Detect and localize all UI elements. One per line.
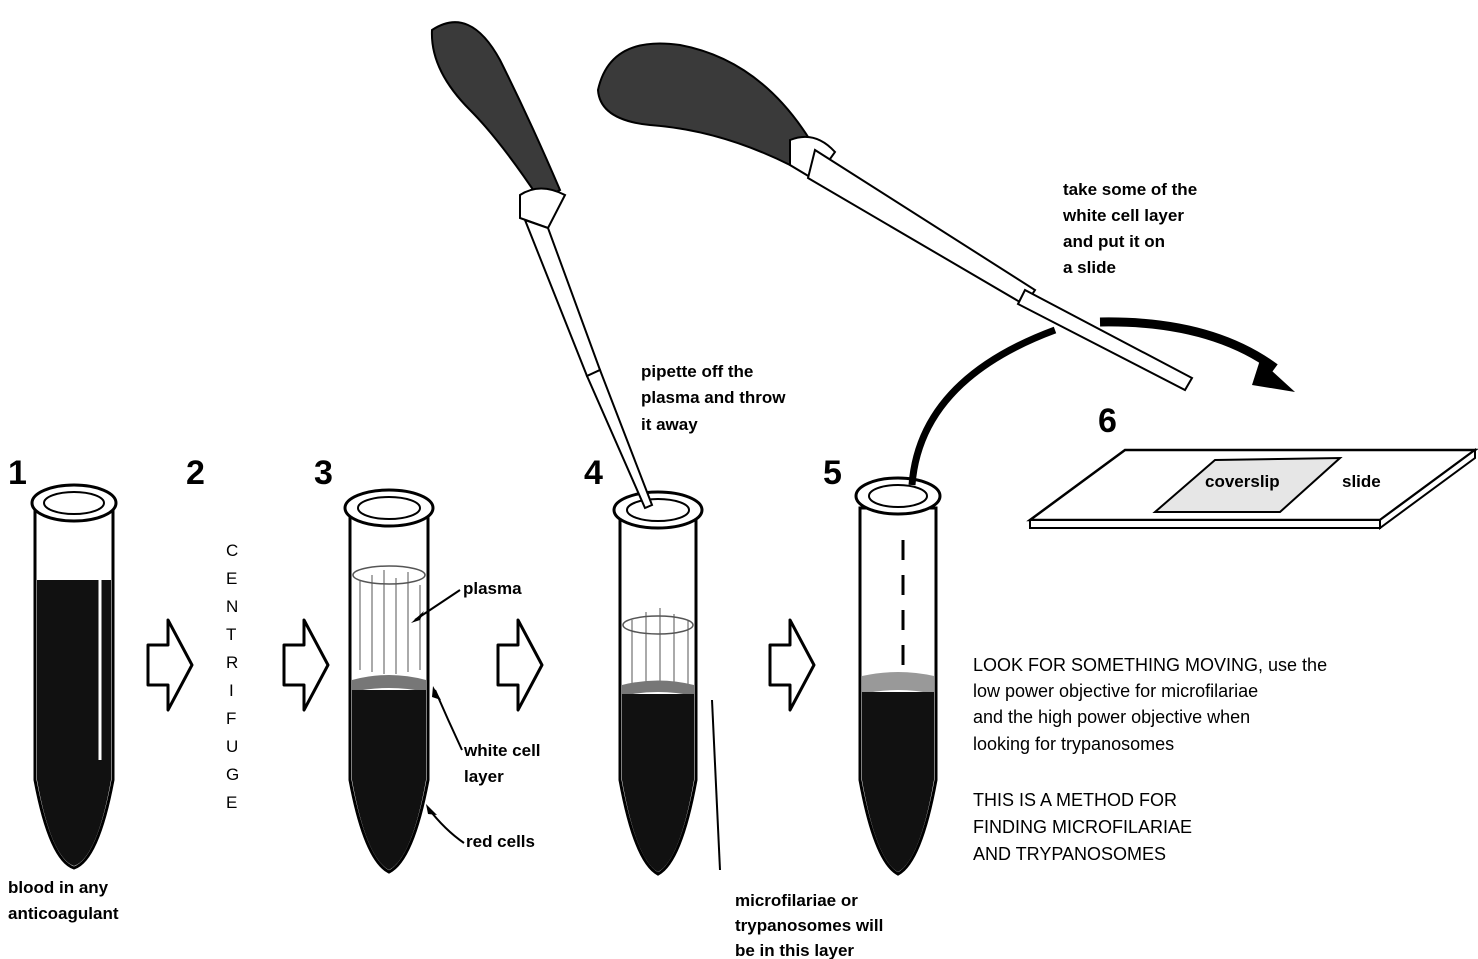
svg-text:LOOK FOR SOMETHING MOVING, use: LOOK FOR SOMETHING MOVING, use the: [973, 655, 1327, 675]
svg-text:T: T: [226, 625, 236, 644]
centrifuge-label: C E N T R I F U G E: [226, 541, 239, 812]
svg-text:plasma: plasma: [463, 579, 522, 598]
slide-label: slide: [1342, 472, 1381, 491]
svg-text:white cell layer: white cell layer: [1062, 206, 1184, 225]
svg-text:it away: it away: [641, 415, 698, 434]
step-6-number: 6: [1098, 402, 1117, 440]
svg-text:U: U: [226, 737, 238, 756]
pipette-label: pipette off the plasma and throw it away: [641, 362, 786, 434]
svg-text:I: I: [229, 681, 234, 700]
step-arrow-1: [148, 620, 192, 710]
take-sample-label: take some of the white cell layer and pu…: [1062, 180, 1197, 277]
step-3-number: 3: [314, 454, 333, 492]
svg-text:and the high power objective w: and the high power objective when: [973, 707, 1250, 727]
coverslip-label: coverslip: [1205, 472, 1280, 491]
svg-text:a slide: a slide: [1063, 258, 1116, 277]
step-4-number: 4: [584, 454, 603, 492]
svg-text:blood in any: blood in any: [8, 878, 109, 897]
svg-text:pipette off the: pipette off the: [641, 362, 753, 381]
svg-text:THIS IS A METHOD FOR: THIS IS A METHOD FOR: [973, 790, 1177, 810]
svg-text:E: E: [226, 793, 237, 812]
svg-text:anticoagulant: anticoagulant: [8, 904, 119, 923]
svg-text:R: R: [226, 653, 238, 672]
svg-text:red cells: red cells: [466, 832, 535, 851]
step-arrow-2: [284, 620, 328, 710]
svg-text:looking for trypanosomes: looking for trypanosomes: [973, 734, 1174, 754]
svg-text:plasma and throw: plasma and throw: [641, 388, 786, 407]
step-arrow-3: [498, 620, 542, 710]
step-arrow-4: [770, 620, 814, 710]
step-5-number: 5: [823, 454, 842, 492]
tube-5-white-layer: [856, 478, 940, 874]
step-2-number: 2: [186, 454, 205, 492]
svg-text:white cell: white cell: [463, 741, 541, 760]
red-cells-label: red cells: [426, 804, 535, 851]
step-1-number: 1: [8, 454, 27, 492]
svg-text:low power objective for microf: low power objective for microfilariae: [973, 681, 1258, 701]
tube-4-pipetting: [614, 492, 702, 874]
curved-arrow-tube-to-pipette: [912, 330, 1055, 485]
svg-text:and put it on: and put it on: [1063, 232, 1165, 251]
svg-text:N: N: [226, 597, 238, 616]
svg-text:microfilariae or: microfilariae or: [735, 891, 858, 910]
method-title: THIS IS A METHOD FOR FINDING MICROFILARI…: [973, 790, 1192, 864]
tube-3-separated: [345, 490, 433, 872]
svg-text:trypanosomes will: trypanosomes will: [735, 916, 883, 935]
svg-text:F: F: [226, 709, 236, 728]
blood-label: blood in any anticoagulant: [8, 878, 119, 923]
svg-text:G: G: [226, 765, 239, 784]
svg-text:FINDING MICROFILARIAE: FINDING MICROFILARIAE: [973, 817, 1192, 837]
svg-text:E: E: [226, 569, 237, 588]
tube-1-blood: [32, 485, 116, 868]
look-instructions: LOOK FOR SOMETHING MOVING, use the low p…: [973, 655, 1327, 754]
svg-text:take some of the: take some of the: [1063, 180, 1197, 199]
svg-text:layer: layer: [464, 767, 504, 786]
svg-text:C: C: [226, 541, 238, 560]
microfilariae-label: microfilariae or trypanosomes will be in…: [712, 700, 883, 959]
svg-text:be in this layer: be in this layer: [735, 941, 854, 959]
svg-text:AND TRYPANOSOMES: AND TRYPANOSOMES: [973, 844, 1166, 864]
